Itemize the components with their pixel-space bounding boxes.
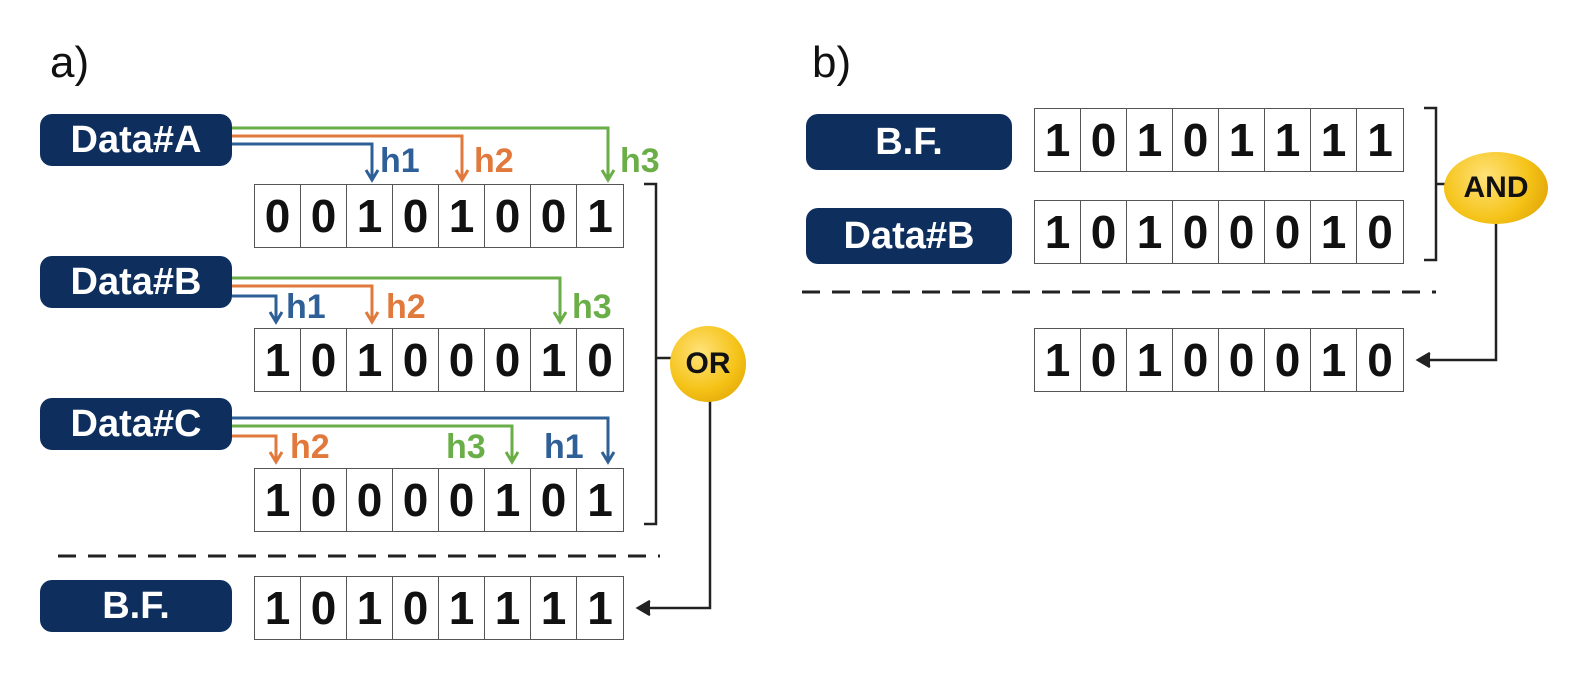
bit-cell: 1	[1367, 114, 1393, 166]
bloom-filter-pill: B.F.	[40, 580, 232, 632]
and-to-result-arrow	[1415, 218, 1498, 369]
panel-b-label: b)	[812, 38, 852, 87]
bit-cell: 1	[1127, 329, 1173, 391]
bit-cell: 1	[1311, 109, 1357, 171]
bit-cell: 1	[1311, 329, 1357, 391]
and-operator: AND	[1444, 152, 1548, 224]
data-c-hash-lines	[232, 416, 616, 465]
bit-cell: 0	[1081, 329, 1127, 391]
and-result-bit-array: 1 0 1 0 0 0 1 0	[1034, 328, 1404, 392]
bit-cell: 0	[301, 329, 347, 391]
data-b-hash-lines	[232, 276, 568, 325]
bit-cell: 0	[1265, 329, 1311, 391]
bit-cell: 1	[1127, 201, 1173, 263]
bit-cell: 1	[439, 577, 485, 639]
bit-cell: 1	[1219, 109, 1265, 171]
data-c-pill: Data#C	[40, 398, 232, 450]
bit-cell: 0	[255, 185, 301, 247]
bit-cell: 0	[485, 329, 531, 391]
bit-cell: 1	[347, 185, 393, 247]
bit-cell: 0	[1173, 201, 1219, 263]
bit-cell: 0	[1081, 109, 1127, 171]
data-a-bit-array: 0 0 1 0 1 0 0 1	[254, 184, 624, 248]
data-b-h2-label: h2	[386, 288, 426, 326]
bit-cell: 1	[1035, 109, 1081, 171]
data-b-bit-array-b: 1 0 1 0 0 0 1 0	[1034, 200, 1404, 264]
data-b-h3-label: h3	[572, 288, 612, 326]
bit-cell: 0	[531, 469, 577, 531]
bit-cell: 0	[301, 577, 347, 639]
data-c-bit-array: 1 0 0 0 0 1 0 1	[254, 468, 624, 532]
data-b-h1-label: h1	[286, 288, 326, 326]
bit-cell: 0	[1367, 334, 1393, 386]
bit-cell: 0	[1219, 201, 1265, 263]
bit-cell: 1	[1265, 109, 1311, 171]
bit-cell: 0	[439, 329, 485, 391]
data-a-hash-lines	[232, 126, 616, 183]
bit-cell: 1	[255, 329, 301, 391]
bit-cell: 0	[301, 185, 347, 247]
bit-cell: 1	[1035, 329, 1081, 391]
bit-cell: 0	[393, 469, 439, 531]
bit-cell: 0	[393, 577, 439, 639]
data-a-h1-label: h1	[380, 142, 420, 180]
bit-cell: 0	[1081, 201, 1127, 263]
data-c-h1-label: h1	[544, 428, 584, 466]
bit-cell: 0	[1173, 109, 1219, 171]
data-b-pill: Data#B	[40, 256, 232, 308]
bit-cell: 1	[531, 577, 577, 639]
bit-cell: 0	[587, 334, 613, 386]
bit-cell: 0	[347, 469, 393, 531]
bit-cell: 1	[255, 469, 301, 531]
bit-cell: 0	[393, 329, 439, 391]
bit-cell: 0	[1265, 201, 1311, 263]
panel-a-label: a)	[50, 38, 90, 87]
bit-cell: 1	[439, 185, 485, 247]
data-a-h2-label: h2	[474, 142, 514, 180]
bit-cell: 1	[485, 577, 531, 639]
bit-cell: 0	[1367, 206, 1393, 258]
bit-cell: 0	[1173, 329, 1219, 391]
bit-cell: 1	[587, 190, 613, 242]
or-to-result-arrow	[635, 392, 712, 617]
bit-cell: 1	[255, 577, 301, 639]
bit-cell: 1	[485, 469, 531, 531]
bit-cell: 1	[1311, 201, 1357, 263]
bit-cell: 1	[587, 474, 613, 526]
data-c-h3-label: h3	[446, 428, 486, 466]
data-b-pill-b: Data#B	[806, 208, 1012, 264]
bit-cell: 0	[393, 185, 439, 247]
bit-cell: 0	[531, 185, 577, 247]
data-b-bit-array: 1 0 1 0 0 0 1 0	[254, 328, 624, 392]
bit-cell: 1	[347, 577, 393, 639]
bit-cell: 0	[439, 469, 485, 531]
bit-cell: 0	[301, 469, 347, 531]
bloom-filter-bit-array: 1 0 1 0 1 1 1 1	[254, 576, 624, 640]
bit-cell: 1	[347, 329, 393, 391]
data-c-h2-label: h2	[290, 428, 330, 466]
data-a-pill: Data#A	[40, 114, 232, 166]
bit-cell: 1	[587, 582, 613, 634]
bit-cell: 1	[531, 329, 577, 391]
data-a-h3-label: h3	[620, 142, 660, 180]
bloom-filter-bit-array-b: 1 0 1 0 1 1 1 1	[1034, 108, 1404, 172]
or-operator: OR	[670, 326, 746, 402]
panel-a-bracket	[644, 182, 672, 526]
bloom-filter-pill-b: B.F.	[806, 114, 1012, 170]
bit-cell: 0	[1219, 329, 1265, 391]
bit-cell: 0	[485, 185, 531, 247]
bit-cell: 1	[1127, 109, 1173, 171]
bit-cell: 1	[1035, 201, 1081, 263]
